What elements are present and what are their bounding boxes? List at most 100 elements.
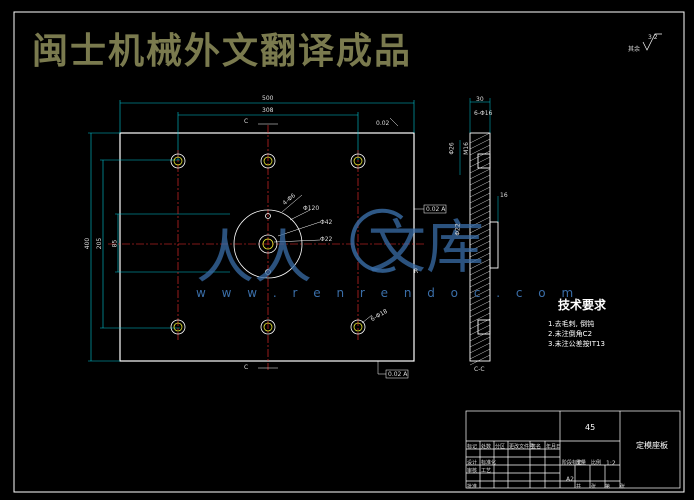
section-label: C-C <box>474 366 485 373</box>
center-lines <box>108 125 426 370</box>
tolerance-frame-2 <box>385 369 409 379</box>
title-block-cell: 第 <box>605 484 611 490</box>
title-block-cell: 批准 <box>467 484 478 490</box>
title-block-cell: 签名 <box>531 444 542 450</box>
hatch-line <box>469 204 491 216</box>
hatch-line <box>469 234 491 246</box>
roughness-label: 其余 <box>628 46 641 53</box>
hatch-line <box>469 306 491 318</box>
title-block-cell: 标准化 <box>481 460 497 466</box>
label-phi-42: Φ42 <box>320 219 333 226</box>
watermark-logo <box>350 208 404 273</box>
hatch-line <box>469 162 491 174</box>
side-holes-label: 6-Φ16 <box>474 110 493 117</box>
hatch-line <box>469 246 491 258</box>
material: 45 <box>585 423 596 432</box>
title-block-cell: 审核 <box>467 468 478 474</box>
hatch-line <box>469 186 491 198</box>
scale: 1:2 <box>606 460 616 467</box>
title-block-cell: 年月日 <box>546 444 562 450</box>
roughness-symbol <box>642 33 662 51</box>
hatch-line <box>469 198 491 210</box>
hatch-line <box>469 168 491 180</box>
title-block <box>465 410 681 489</box>
hatch-line <box>469 150 491 162</box>
tech-item: 2.未注倒角C2 <box>548 330 593 338</box>
part-name: 定模座板 <box>636 441 668 450</box>
watermark-chinese-left: 人人 <box>196 223 313 291</box>
hatch-line <box>469 156 491 168</box>
hatch-line <box>469 336 491 348</box>
hatch-line <box>469 324 491 336</box>
title-block-cell: 更改文件号 <box>509 444 535 450</box>
title-block-cell: 设计 <box>467 460 478 466</box>
tech-item: 3.未注公差按IT13 <box>548 340 605 348</box>
label-phi-22: Φ22 <box>320 236 333 243</box>
label-phi-120: Φ120 <box>303 205 320 212</box>
hatch-line <box>469 228 491 240</box>
title-block-cell: 分区 <box>495 444 506 450</box>
tech-requirements: 技术要求 1.去毛刺, 倒钝 2.未注倒角C2 3.未注公差按IT13 <box>548 296 606 349</box>
hatch-line <box>469 276 491 288</box>
dim-height-inner: 205 <box>96 237 104 250</box>
hatch-line <box>469 294 491 306</box>
label-flatness: 0.02 <box>376 120 390 127</box>
section-line <box>258 123 278 369</box>
label-tolerance-2: 0.02 A <box>388 371 408 378</box>
side-thickness: 30 <box>476 96 484 103</box>
title-block-cell: 处数 <box>481 444 492 450</box>
section-mark-bottom: C <box>244 364 249 371</box>
section-mark-top: C <box>244 118 249 125</box>
title-block-cell: 标记 <box>467 444 478 450</box>
hatch-line <box>469 354 491 366</box>
hatch-line <box>469 300 491 312</box>
leaders <box>273 117 424 375</box>
hatch-line <box>469 318 491 330</box>
hatch-line <box>469 222 491 234</box>
hatch-line <box>469 210 491 222</box>
hatch-line <box>469 216 491 228</box>
sheet-size: A2 <box>566 476 574 483</box>
drawing-border <box>13 11 685 493</box>
hatch-line <box>469 174 491 186</box>
dim-height-hole: 85 <box>111 239 119 248</box>
hatch-line <box>469 342 491 354</box>
title-block-cell: 共 <box>576 484 582 490</box>
side-22: Φ22 <box>454 223 462 236</box>
central-bore <box>233 209 303 279</box>
hatch-line <box>469 240 491 252</box>
title-block-cell: 重量 <box>576 460 587 466</box>
roughness-value: 3.2 <box>648 34 658 41</box>
hatch-line <box>469 270 491 282</box>
hatch-line <box>469 258 491 270</box>
side-16: 16 <box>500 192 508 199</box>
label-tolerance: 0.02 A <box>426 206 446 213</box>
title-block-cell: 张 <box>591 484 597 490</box>
side-phi: Φ26 <box>448 142 456 155</box>
hatch-line <box>469 288 491 300</box>
title-block-cell: 比例 <box>591 460 602 466</box>
dim-width-outer: 500 <box>262 95 274 102</box>
tolerance-frame-1 <box>423 204 447 214</box>
tech-item: 1.去毛刺, 倒钝 <box>548 320 595 328</box>
hatch-line <box>469 138 491 150</box>
hatch-line <box>469 180 491 192</box>
mounting-holes <box>170 153 366 335</box>
hatch-line <box>469 282 491 294</box>
side-dims <box>459 98 499 222</box>
label-r: R <box>414 268 419 275</box>
dim-width-holes: 308 <box>262 107 274 114</box>
watermark-url: w w w . r e n r e n d o c . c o m <box>196 286 580 300</box>
hatch-line <box>469 132 491 144</box>
tech-title: 技术要求 <box>558 298 607 312</box>
side-m: M16 <box>462 142 470 155</box>
plate-outline <box>119 132 415 362</box>
hatch-line <box>469 252 491 264</box>
banner-title: 闽士机械外文翻译成品 <box>32 31 413 72</box>
dim-left <box>88 132 230 362</box>
hatch-line <box>469 144 491 156</box>
dim-height-outer: 400 <box>84 237 92 250</box>
hatch-line <box>469 330 491 342</box>
title-block-cell: 阶段标记 <box>562 460 583 466</box>
